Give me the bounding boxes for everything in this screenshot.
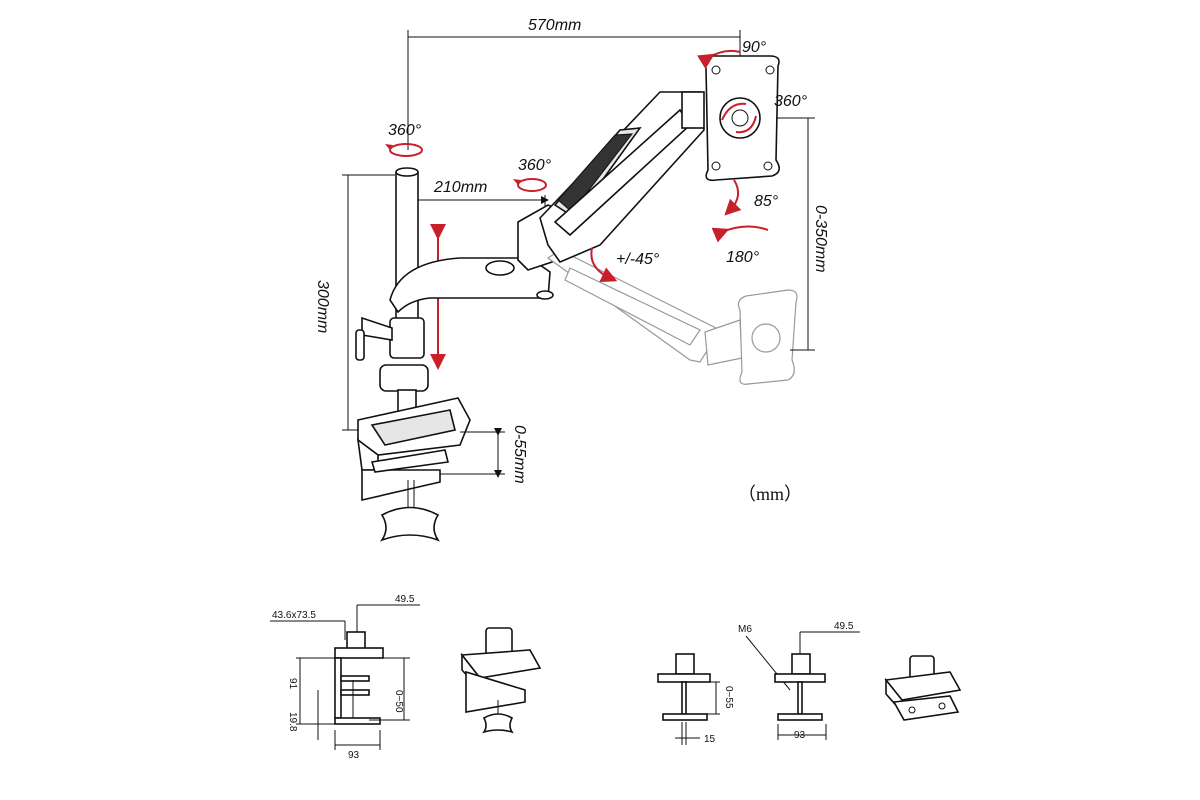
tilt-label: 85°	[754, 193, 779, 210]
offset-dimension: 210mm	[406, 179, 549, 212]
clamp-3d-drawing	[460, 627, 542, 734]
top-rotation: 90°	[696, 39, 767, 70]
screw-label: M6	[738, 624, 752, 635]
pole-rotation: 360°	[385, 122, 423, 157]
joint-rotation-label: 360°	[518, 157, 552, 174]
base-3d-drawing	[884, 655, 962, 721]
clamp-offset-label: 49.5	[395, 594, 415, 605]
swivel-rotation: 180°	[711, 225, 769, 266]
pole-assembly	[355, 167, 471, 542]
height-range-label: 0-350mm	[812, 205, 829, 273]
pole-rotation-label: 360°	[388, 122, 422, 139]
grommet-detail-drawing: 0~55 15	[657, 653, 734, 745]
base-width-label: 93	[794, 730, 806, 741]
clamp-detail-drawing: 43.6x73.5 49.5 91 0~50 19.8 93	[270, 594, 420, 761]
clamp-height-label: 91	[287, 678, 298, 690]
arm-tilt: +/-45°	[590, 247, 660, 282]
clamp-range-dimension: 0-55mm	[440, 425, 528, 484]
pole-height-dimension: 300mm	[314, 174, 395, 431]
grommet-gap-label: 0~55	[723, 686, 734, 709]
vesa-rotation: 360°	[774, 93, 808, 110]
upper-arm	[539, 91, 705, 263]
grommet-width-label: 15	[704, 734, 716, 745]
clamp-bottom-label: 19.8	[287, 712, 298, 732]
vesa-rotation-label: 360°	[774, 93, 808, 110]
height-range-dimension: 0-350mm	[776, 117, 829, 351]
base-detail-drawing: M6 49.5 93	[738, 621, 860, 741]
clamp-gap-label: 0~50	[393, 690, 404, 713]
clamp-range-label: 0-55mm	[511, 425, 528, 484]
reach-label: 570mm	[528, 17, 581, 34]
pole-height-label: 300mm	[314, 280, 331, 333]
vesa-plate	[703, 55, 780, 182]
lowered-arm-ghost	[546, 249, 798, 385]
top-rotation-label: 90°	[742, 39, 767, 56]
reach-dimension: 570mm	[407, 17, 741, 150]
joint-rotation: 360°	[513, 157, 552, 192]
arm-tilt-label: +/-45°	[616, 251, 660, 268]
offset-label: 210mm	[433, 179, 487, 196]
clamp-hole-label: 43.6x73.5	[272, 610, 316, 621]
tilt-rotation: 85°	[724, 179, 779, 216]
unit-note: （mm）	[738, 484, 802, 504]
base-offset-label: 49.5	[834, 621, 854, 632]
swivel-label: 180°	[726, 249, 760, 266]
clamp-width-label: 93	[348, 750, 360, 761]
